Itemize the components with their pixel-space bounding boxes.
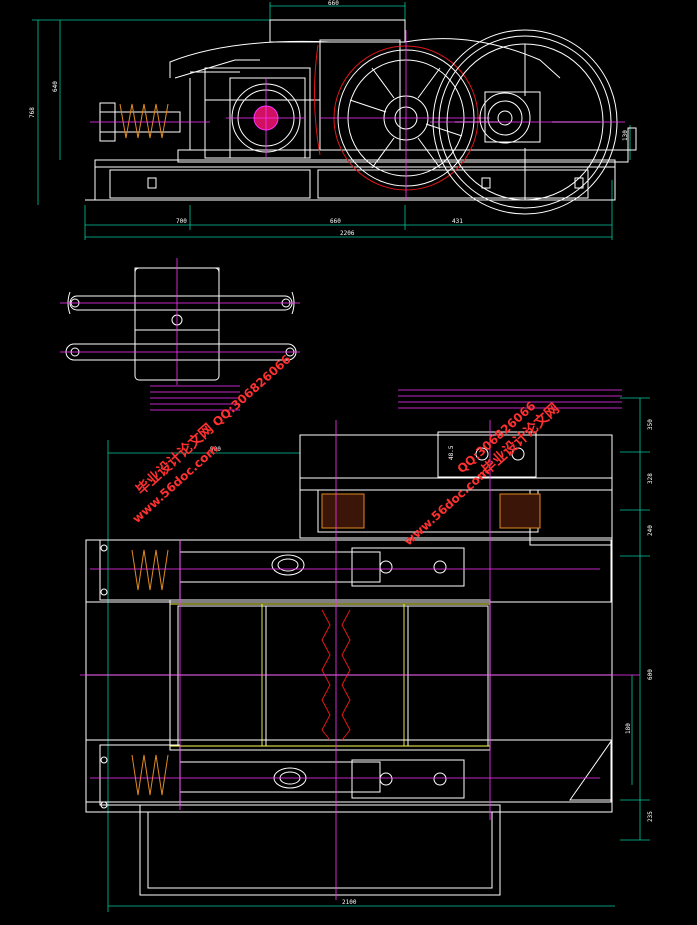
dim-plan-side-small: 48.5 <box>448 445 455 460</box>
elevation-housing <box>169 19 561 159</box>
plan-bearings <box>100 447 525 809</box>
dim-plan-right-2: 328 <box>647 473 654 484</box>
elevation-spring <box>90 102 210 142</box>
elevation-base-frame <box>85 149 629 201</box>
watermark-qq-left: QQ:306826066 <box>210 352 294 430</box>
dim-plan-right-6: 235 <box>647 811 654 822</box>
plan-roll-brown-left <box>321 493 365 529</box>
dim-left-height: 768 <box>29 107 36 118</box>
elevation-flywheel <box>320 30 490 200</box>
dim-plan-right-5: 180 <box>625 723 632 734</box>
elevation-belt-pulley <box>430 29 625 215</box>
elevation-small-pulley <box>479 91 541 144</box>
plan-roll-teeth-right <box>341 609 351 741</box>
plan-roll-teeth-left <box>321 609 331 741</box>
elevation-dimension-lines <box>32 2 631 240</box>
dim-top-width: 660 <box>328 0 339 7</box>
dim-plan-right-1: 350 <box>647 419 654 430</box>
dim-bottom-left: 700 <box>176 218 187 225</box>
plan-spring-top <box>99 539 381 601</box>
elevation-bolts <box>147 127 637 189</box>
plan-v-belts <box>150 385 622 411</box>
elevation-dimension-labels: 660 768 640 130 700 660 431 2206 <box>29 0 629 237</box>
side-detail-view <box>60 258 300 385</box>
dim-plan-right-3: 240 <box>647 525 654 536</box>
elevation-red-contour <box>313 44 321 156</box>
plan-spring-bottom <box>99 744 381 806</box>
elevation-left-roll <box>226 78 306 158</box>
dim-plan-right-4: 600 <box>647 669 654 680</box>
dim-right-height: 130 <box>622 130 629 141</box>
dim-plan-bottom-total: 2100 <box>342 899 357 906</box>
plan-dimension-labels: 900 48.5 350 328 240 600 180 235 2100 <box>210 419 654 906</box>
dim-bottom-right: 431 <box>452 218 463 225</box>
plan-main-frame <box>85 539 613 896</box>
plan-dimension-lines <box>107 397 650 912</box>
dim-left-height-inner: 640 <box>52 81 59 92</box>
plan-roll-brown-right <box>499 493 541 529</box>
elevation-view: 660 768 640 130 700 660 431 2206 <box>29 0 637 240</box>
watermark-left: 毕业设计论文网 QQ:306826066 www.56doc.com <box>130 352 294 526</box>
plan-view: 900 48.5 350 328 240 600 180 235 2100 <box>80 385 654 912</box>
dim-total-length: 2206 <box>340 230 355 237</box>
dim-bottom-mid: 660 <box>330 218 341 225</box>
plan-centerlines <box>80 420 640 900</box>
dim-plan-top-width: 900 <box>210 446 221 453</box>
